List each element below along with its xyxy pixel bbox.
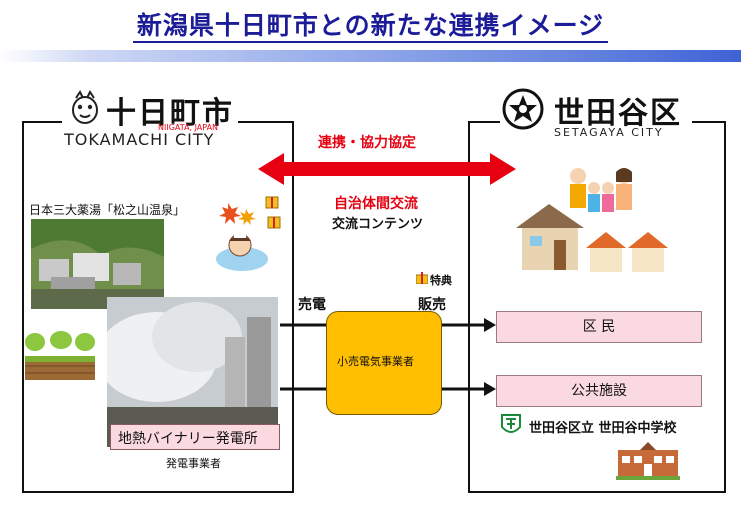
tokuten-label: 特典 [430,274,452,287]
tokamachi-name: 十日町市 [106,96,234,131]
setagaya-name: 世田谷区 [554,96,682,131]
exchange-label: 自治体間交流 [334,196,418,212]
family-houses-illustration [516,168,668,272]
cooperation-label: 連携・協力協定 [318,135,416,151]
plant-label: 地熱バイナリー発電所 [118,431,258,447]
setagaya-sub: SETAGAYA CITY [554,126,664,139]
operator-label: 発電事業者 [166,457,221,470]
onsen-label: 日本三大薬湯「松之山温泉」 [29,203,186,217]
page-title: 新潟県十日町市との新たな連携イメージ [0,6,741,43]
setagaya-emblem-icon [502,88,544,130]
school-building-icon [616,442,680,480]
school-emblem-icon [501,414,521,433]
plant-label-box [110,424,280,450]
tokamachi-sub-small: NIIGATA, JAPAN [158,123,219,132]
geothermal-plant-photo [107,297,278,447]
residents-label: 区 民 [582,319,616,335]
retailer-box [326,311,442,415]
onsen-illustration [216,196,281,271]
school-label: 世田谷区立 世田谷中学校 [529,421,677,436]
public-facilities-label: 公共施設 [571,383,627,399]
tokamachi-sub-large: TOKAMACHI CITY [64,130,215,149]
greenhouse-farm-icon [25,331,95,380]
public-facilities-box: 公共施設 [496,375,702,407]
setagaya-logo: 世田谷区 SETAGAYA CITY [500,86,692,142]
baiden-label: 売電 [298,297,326,313]
tokamachi-logo: 十日町市 NIIGATA, JAPAN TOKAMACHI CITY [62,86,238,150]
cooperation-arrow [258,153,516,185]
title-band [0,50,741,62]
retailer-label: 小売電気事業者 [337,355,414,368]
mascot-icon [72,90,98,124]
residents-box: 区 民 [496,311,702,343]
gift-icon [416,272,428,284]
hanbai-label: 販売 [418,297,446,313]
content-label: 交流コンテンツ [332,217,424,232]
